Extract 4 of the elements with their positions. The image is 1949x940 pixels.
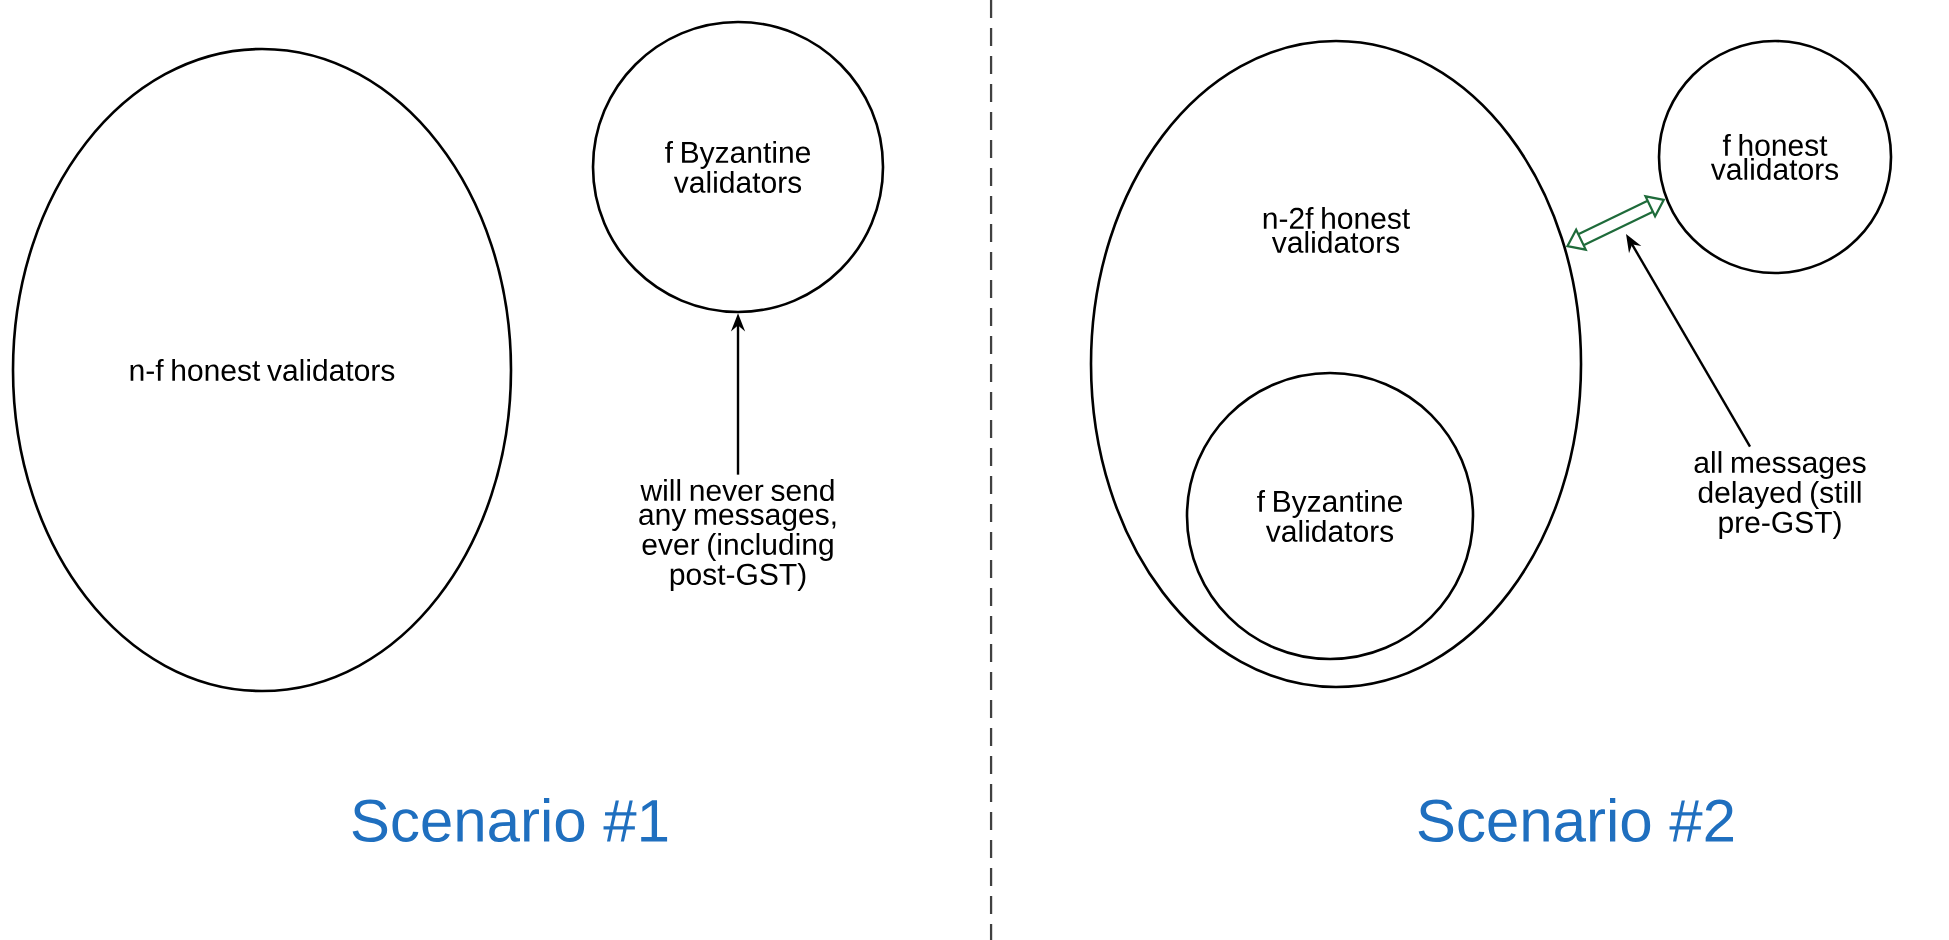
scenario-title: Scenario #2	[1418, 797, 1733, 843]
scenario-title: Scenario #1	[352, 797, 668, 843]
note-text: all messages delayed (still pre-GST)	[1694, 451, 1866, 539]
note-text: will never send any messages, ever (including post-GST)	[639, 479, 836, 591]
